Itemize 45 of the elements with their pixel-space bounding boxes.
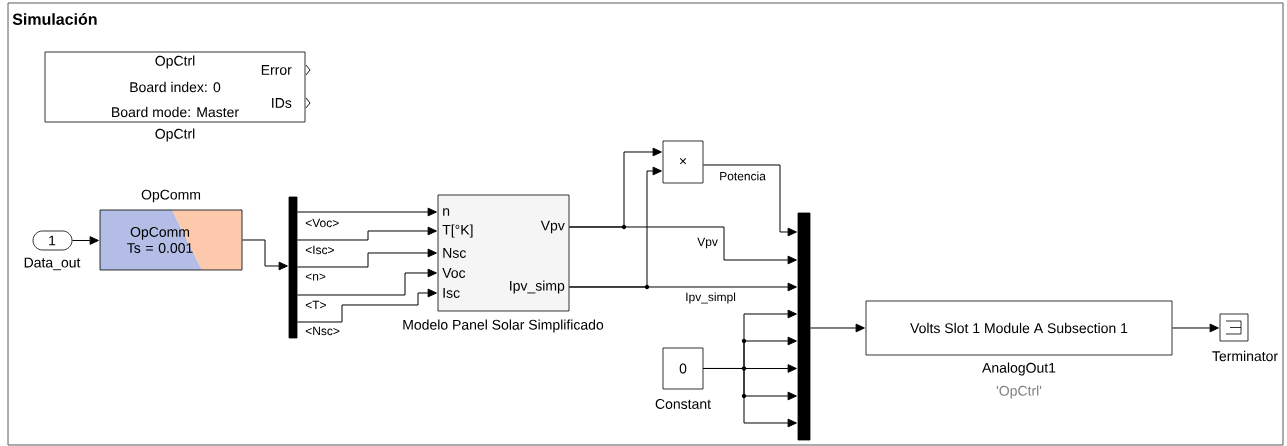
title: Simulación [12,13,97,25]
signal-arrow [568,282,797,292]
signal-arrow [568,226,797,265]
signal-arrow [809,323,865,333]
block-label: Data_out [24,257,81,271]
node-label: Ipv_simp [510,280,565,294]
block-label: OpCtrl [155,128,195,142]
node-label: n [443,208,450,216]
signal-label: <Nsc> [304,325,341,337]
node-label: Voc [442,268,466,278]
signal-arrow [702,368,797,428]
block-label: Constant [655,399,711,409]
signal-label: <T> [304,299,328,311]
signal-arrow [296,248,437,268]
signal-arrow [702,164,797,237]
constant-block: 0 [662,347,704,390]
signal-label: <Isc> [304,244,336,256]
signal-arrow [296,226,437,241]
signal-label: Vpv [696,236,719,250]
signal-label: Potencia [718,170,767,182]
signal-label: <n> [304,272,327,282]
output-port: IDs [272,97,311,109]
signal-arrow [1171,323,1219,333]
signal-arrow [296,288,437,323]
node-label: Isc [443,288,460,298]
block-label: 'OpCtrl' [996,385,1042,399]
signal-arrow [296,268,437,296]
inport-block: 1 [32,230,73,251]
node-label: T[°K] [442,224,473,238]
node-label: Nsc [443,248,466,258]
signal-label: <Voc> [304,217,341,229]
signal-arrow [241,239,288,271]
analog-out-block: Volts Slot 1 Module A Subsection 1 [865,300,1173,356]
output-port: Error [261,64,311,76]
block-label: Modelo Panel Solar Simplificado [403,319,604,333]
product-block: × [662,140,704,184]
block-label: AnalogOut1 [982,362,1056,376]
node-label: OpComm [141,189,201,203]
signal-arrow [296,207,437,217]
subsystem-block: n T[°K] Nsc Voc Isc Vpv Ipv_simp [437,194,570,312]
block-label: Terminator [1212,350,1278,362]
node-label: Vpv [540,220,565,234]
signal-arrow [71,236,99,245]
signal-label: Ipv_simpl [684,291,737,305]
opcomm-block: OpComm OpComm Ts = 0.001 [99,189,243,271]
